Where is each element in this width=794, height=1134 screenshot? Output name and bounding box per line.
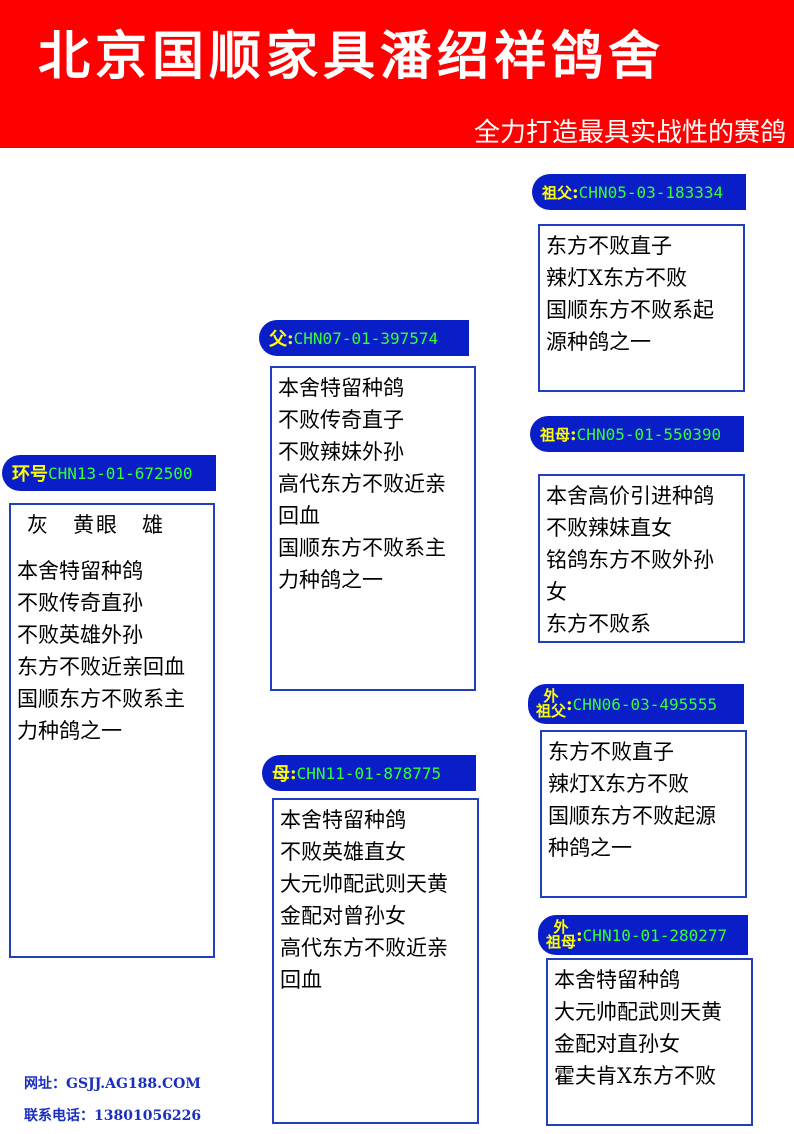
pedigree-note-line: 东方不败系 [546,612,651,636]
maternal-grandfather-ring-tag: 外 祖父 : CHN06-03-495555 [528,684,744,724]
website-text: 网址：GSJJ.AG188.COM [24,1076,201,1092]
pedigree-note-line: 国顺东方不败起源 [548,804,716,828]
pedigree-note-line: 不败传奇直孙 [17,591,143,615]
pedigree-note-line: 东方不败直子 [546,234,672,258]
mother-ring-tag: 母: CHN11-01-878775 [262,755,476,791]
pedigree-note-line: 不败辣妹外孙 [278,440,404,464]
pedigree-note-line: 回血 [278,504,320,528]
maternal-grandfather-ring-number: CHN06-03-495555 [572,694,718,714]
pedigree-note-line: 本舍特留种鸽 [17,559,143,583]
pedigree-note-line: 铭鸽东方不败外孙 [546,548,714,572]
pedigree-note-line: 霍夫肯X东方不败 [554,1064,716,1088]
pedigree-note-line: 辣灯X东方不败 [546,266,687,290]
pedigree-note-line: 本舍特留种鸽 [278,376,404,400]
bird-color-line: 灰 黄眼 雄 [27,513,165,537]
paternal-grandfather-ring-number: CHN05-03-183334 [578,182,724,202]
father-ring-number: CHN07-01-397574 [293,328,439,348]
pedigree-note-line: 金配对曾孙女 [280,904,406,928]
pedigree-note-line: 不败辣妹直女 [546,516,672,540]
maternal-grandmother-info-box: 本舍特留种鸽大元帅配武则天黄金配对直孙女霍夫肯X东方不败 [546,958,753,1126]
pedigree-note-line: 东方不败近亲回血 [17,655,185,679]
pedigree-note-line: 高代东方不败近亲 [278,472,446,496]
pedigree-note-line: 不败英雄直女 [280,840,406,864]
pedigree-note-line: 东方不败直子 [548,740,674,764]
pedigree-note-line: 不败传奇直子 [278,408,404,432]
bird-ring-number: CHN13-01-672500 [48,463,193,483]
bird-role-label: 环号 [12,464,48,485]
father-role-label: 父 [269,329,287,350]
maternal-grandmother-ring-number: CHN10-01-280277 [582,925,728,945]
pedigree-note-line: 大元帅配武则天黄 [280,872,448,896]
pedigree-note-line: 女 [546,580,567,604]
header-banner: 北京国顺家具潘绍祥鸽舍 全力打造最具实战性的赛鸽 [0,0,794,148]
paternal-grandmother-info-box: 本舍高价引进种鸽不败辣妹直女铭鸽东方不败外孙女东方不败系 [538,474,745,643]
maternal-grandmother-role-label: 外 祖母 [546,918,577,951]
pedigree-note-line: 国顺东方不败系主 [17,687,185,711]
pedigree-note-line: 力种鸽之一 [278,568,383,592]
paternal-grandmother-ring-number: CHN05-01-550390 [576,424,722,444]
father-ring-tag: 父: CHN07-01-397574 [259,320,469,356]
maternal-grandfather-info-box: 东方不败直子辣灯X东方不败国顺东方不败起源种鸽之一 [540,730,747,898]
pedigree-note-line: 国顺东方不败系主 [278,536,446,560]
pedigree-note-line: 辣灯X东方不败 [548,772,689,796]
pedigree-note-line: 大元帅配武则天黄 [554,1000,722,1024]
pedigree-note-line: 高代东方不败近亲 [280,936,448,960]
bird-ring-tag: 环号 CHN13-01-672500 [2,455,216,491]
page-title: 北京国顺家具潘绍祥鸽舍 [38,27,666,87]
father-info-box: 本舍特留种鸽不败传奇直子不败辣妹外孙高代东方不败近亲回血国顺东方不败系主力种鸽之… [270,366,476,691]
maternal-grandfather-role-label: 外 祖父 [536,687,567,720]
paternal-grandfather-info-box: 东方不败直子辣灯X东方不败国顺东方不败系起源种鸽之一 [538,224,745,392]
pedigree-note-line: 金配对直孙女 [554,1032,680,1056]
pedigree-note-line: 本舍特留种鸽 [554,968,680,992]
paternal-grandmother-ring-tag: 祖母: CHN05-01-550390 [530,416,744,452]
pedigree-note-line: 回血 [280,968,322,992]
slogan: 全力打造最具实战性的赛鸽 [473,118,786,148]
paternal-grandfather-role-label: 祖父 [542,183,573,202]
pedigree-note-line: 本舍高价引进种鸽 [546,484,714,508]
pedigree-note-line: 源种鸽之一 [546,330,651,354]
mother-role-label: 母 [272,764,290,785]
pedigree-note-line: 种鸽之一 [548,836,632,860]
mother-ring-number: CHN11-01-878775 [296,763,442,783]
paternal-grandfather-ring-tag: 祖父: CHN05-03-183334 [532,174,746,210]
pedigree-note-line: 力种鸽之一 [17,719,122,743]
pedigree-note-line: 不败英雄外孙 [17,623,143,647]
phone-text: 联系电话：13801056226 [24,1108,202,1124]
pedigree-note-line: 本舍特留种鸽 [280,808,406,832]
mother-info-box: 本舍特留种鸽不败英雄直女大元帅配武则天黄金配对曾孙女高代东方不败近亲回血 [272,798,479,1124]
maternal-grandmother-ring-tag: 外 祖母 : CHN10-01-280277 [538,915,748,955]
paternal-grandmother-role-label: 祖母 [540,425,571,444]
pedigree-note-line: 国顺东方不败系起 [546,298,714,322]
bird-info-box: 灰 黄眼 雄 本舍特留种鸽不败传奇直孙不败英雄外孙东方不败近亲回血国顺东方不败系… [9,503,215,958]
